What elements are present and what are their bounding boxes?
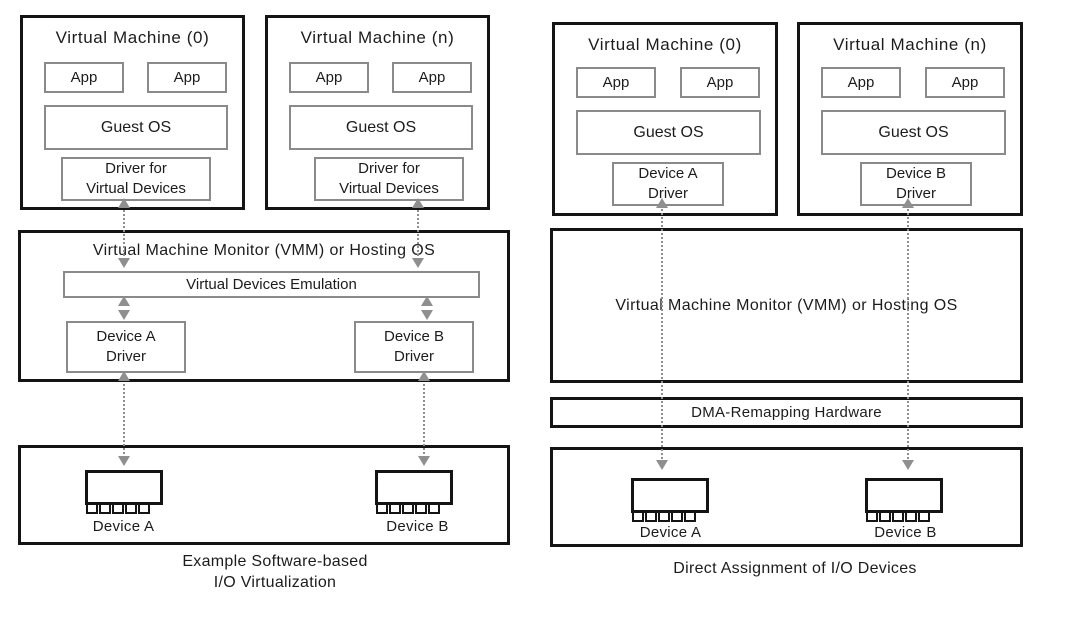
right-vmn-driver-box: Device B Driver	[860, 162, 972, 206]
left-device-a-driver-box: Device A Driver	[66, 321, 186, 373]
chip-pins	[376, 503, 441, 514]
left-vm0-driver-box: Driver for Virtual Devices	[61, 157, 211, 201]
right-devices-box: Device A Device B	[550, 447, 1023, 547]
device-chip-icon	[631, 478, 709, 522]
app-label: App	[173, 68, 201, 86]
arrow-left-driver-b-device-b	[418, 371, 430, 466]
arrow-left-vmn-vmm	[412, 198, 424, 268]
guest-os-label: Guest OS	[878, 123, 949, 141]
right-vmm-title: Virtual Machine Monitor (VMM) or Hosting…	[615, 296, 958, 314]
driver-label-line2: Driver	[106, 348, 146, 365]
right-vmn-app1-box: App	[821, 67, 901, 98]
right-vmm-box: Virtual Machine Monitor (VMM) or Hosting…	[550, 228, 1023, 383]
arrow-left-vm0-vmm	[118, 198, 130, 268]
app-label: App	[315, 68, 343, 86]
arrow-left-emulation-driver-a	[118, 296, 130, 320]
left-vmm-title: Virtual Machine Monitor (VMM) or Hosting…	[92, 242, 436, 259]
device-a-label: Device A	[639, 524, 702, 541]
driver-label-line1: Device A	[638, 165, 698, 182]
app-label: App	[602, 73, 630, 91]
right-vm0-app2-box: App	[680, 67, 760, 98]
guest-os-label: Guest OS	[345, 118, 417, 136]
arrow-right-device-a-driver-a	[656, 198, 668, 470]
left-vmn-box: Virtual Machine (n) App App Guest OS Dri…	[265, 15, 490, 210]
left-vmn-app2-box: App	[392, 62, 472, 93]
driver-label-line2: Driver	[648, 185, 688, 202]
driver-label-line1: Device B	[885, 165, 947, 182]
driver-label-line1: Device A	[96, 328, 156, 345]
device-chip-icon	[375, 470, 453, 514]
left-vmn-driver-box: Driver for Virtual Devices	[314, 157, 464, 201]
left-vmn-guest-os-box: Guest OS	[289, 105, 473, 150]
app-label: App	[70, 68, 98, 86]
driver-label-line2: Virtual Devices	[339, 180, 439, 197]
left-vmm-box: Virtual Machine Monitor (VMM) or Hosting…	[18, 230, 510, 382]
left-device-b-driver-box: Device B Driver	[354, 321, 474, 373]
right-vm0-guest-os-box: Guest OS	[576, 110, 761, 155]
device-chip-icon	[85, 470, 163, 514]
left-devices-box: Device A Device B	[18, 445, 510, 545]
chip-pins	[632, 511, 697, 522]
left-diagram-caption: Example Software-based I/O Virtualizatio…	[130, 551, 420, 593]
device-a-label: Device A	[92, 518, 155, 535]
right-vmn-title: Virtual Machine (n)	[833, 35, 987, 54]
caption-line1: Example Software-based	[182, 553, 368, 570]
device-chip-icon	[865, 478, 943, 522]
right-vm0-driver-box: Device A Driver	[612, 162, 724, 206]
driver-label-line1: Driver for	[105, 160, 167, 177]
right-vm0-title: Virtual Machine (0)	[588, 35, 742, 54]
left-vm0-title: Virtual Machine (0)	[55, 28, 210, 47]
right-vmn-app2-box: App	[925, 67, 1005, 98]
dma-remapping-label: DMA-Remapping Hardware	[691, 404, 882, 421]
left-emulation-box: Virtual Devices Emulation	[63, 271, 480, 298]
left-vmn-app1-box: App	[289, 62, 369, 93]
app-label: App	[706, 73, 734, 91]
right-diagram-caption: Direct Assignment of I/O Devices	[673, 560, 917, 577]
app-label: App	[847, 73, 875, 91]
arrow-left-driver-a-device-a	[118, 371, 130, 466]
right-vm0-box: Virtual Machine (0) App App Guest OS Dev…	[552, 22, 778, 216]
left-vm0-app2-box: App	[147, 62, 227, 93]
right-vm0-app1-box: App	[576, 67, 656, 98]
driver-label-line2: Driver	[394, 348, 434, 365]
device-b-label: Device B	[874, 524, 937, 541]
emulation-label: Virtual Devices Emulation	[186, 276, 357, 293]
guest-os-label: Guest OS	[633, 123, 704, 141]
driver-label-line1: Driver for	[358, 160, 420, 177]
driver-label-line1: Device B	[383, 328, 445, 345]
chip-pins	[866, 511, 931, 522]
caption-line2: I/O Virtualization	[213, 574, 337, 591]
right-vmn-box: Virtual Machine (n) App App Guest OS Dev…	[797, 22, 1023, 216]
dma-remapping-box: DMA-Remapping Hardware	[550, 397, 1023, 428]
app-label: App	[418, 68, 446, 86]
driver-label-line2: Virtual Devices	[86, 180, 186, 197]
left-vm0-app1-box: App	[44, 62, 124, 93]
chip-pins	[86, 503, 151, 514]
driver-label-line2: Driver	[896, 185, 936, 202]
device-b-label: Device B	[386, 518, 449, 535]
arrow-right-device-b-driver-b	[902, 198, 914, 470]
left-vm0-guest-os-box: Guest OS	[44, 105, 228, 150]
left-vm0-box: Virtual Machine (0) App App Guest OS Dri…	[20, 15, 245, 210]
right-vmn-guest-os-box: Guest OS	[821, 110, 1006, 155]
app-label: App	[951, 73, 979, 91]
arrow-left-emulation-driver-b	[421, 296, 433, 320]
guest-os-label: Guest OS	[100, 118, 172, 136]
left-vmn-title: Virtual Machine (n)	[300, 28, 455, 47]
